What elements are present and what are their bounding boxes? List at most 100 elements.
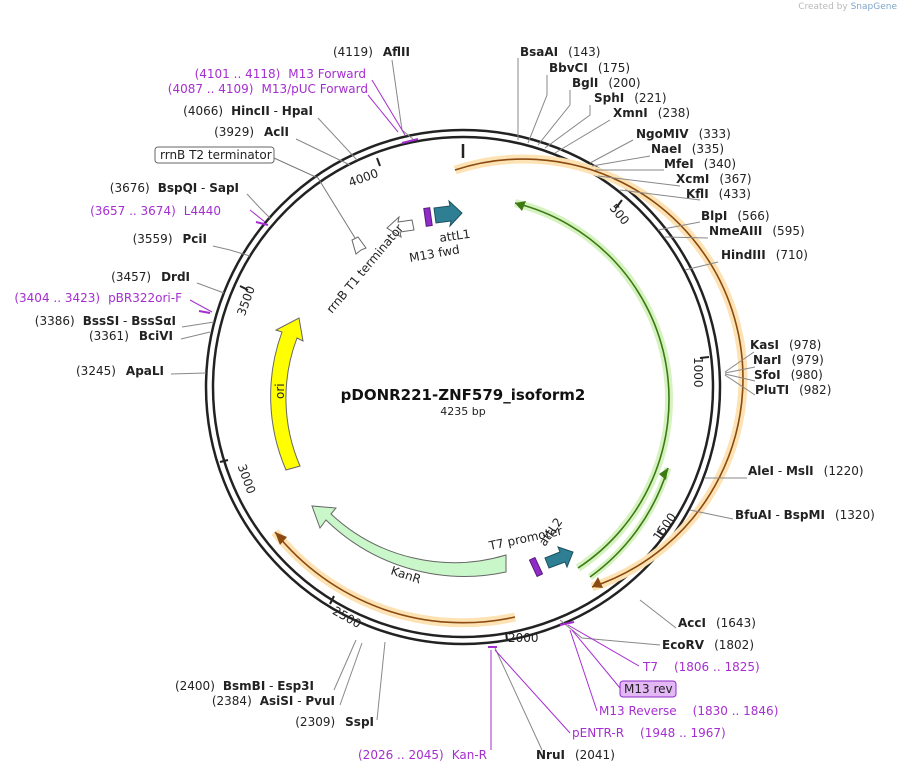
svg-text:(4066)HincII - HpaI: (4066)HincII - HpaI (183, 104, 313, 118)
svg-text:SfoI(980): SfoI(980) (754, 368, 823, 382)
tick-label: 3000 (235, 462, 259, 495)
site-name: PciI (183, 232, 208, 246)
site-name: KasI (750, 338, 779, 352)
site-name: SspI (345, 715, 374, 729)
svg-text:pENTR-R(1948 .. 1967): pENTR-R(1948 .. 1967) (572, 726, 726, 740)
site-pos: (3245) (76, 364, 116, 378)
orange-feature-arc (454, 158, 744, 588)
site-name: BspQI (158, 181, 198, 195)
rrnb-t1-feature (351, 236, 367, 255)
ori-feature (270, 317, 304, 471)
right-site-labels: BsaAI(143) BbvCI(175) BglI(200) SphI(221… (520, 45, 875, 652)
site-pos: (367) (719, 172, 751, 186)
site-name: BssSI (83, 314, 120, 328)
svg-text:KflI(433): KflI (433) (686, 187, 751, 201)
green-feature-arrowhead-bottom (659, 468, 668, 480)
site-pos: (2400) (175, 679, 215, 693)
svg-text:NarI(979): NarI(979) (753, 353, 824, 367)
svg-text:(4119)AflII: (4119) AflII (333, 45, 410, 59)
site-pos: (566) (737, 209, 769, 223)
primer-leader-lines (189, 79, 640, 750)
svg-text:(3457)DrdI: (3457)DrdI (111, 270, 190, 284)
site-name: HincII (231, 104, 270, 118)
svg-text:(2384)AsiSI - PvuI: (2384)AsiSI - PvuI (212, 694, 335, 708)
site-name: BciVI (139, 329, 173, 343)
site-name: AflII (383, 45, 410, 59)
primer-name: L4440 (184, 204, 221, 218)
site-pos: (1643) (716, 616, 756, 630)
site-name: HindIII (721, 248, 766, 262)
right-leader-lines (517, 58, 756, 646)
left-site-labels: (4119)AflII (4066)HincII - HpaI (3929)Ac… (35, 45, 615, 762)
site-name: MfeI (664, 157, 694, 171)
site-name-alt: BspMI (784, 508, 825, 522)
site-pos: (978) (789, 338, 821, 352)
site-name: KflI (686, 187, 709, 201)
watermark-prefix: Created by (798, 2, 848, 12)
primer-marks (198, 138, 575, 648)
green-feature-arc (514, 202, 670, 569)
site-name: XcmI (676, 172, 709, 186)
primer-range: (1830 .. 1846) (693, 704, 779, 718)
orange-feature-arrowhead (592, 577, 603, 588)
site-name: AleI (748, 464, 774, 478)
site-name-alt: PvuI (305, 694, 335, 708)
site-name: SphI (594, 91, 624, 105)
rrnb-t2-leader (273, 157, 356, 239)
primer-name: Kan-R (452, 748, 487, 762)
primer-range: (1806 .. 1825) (674, 660, 760, 674)
svg-text:(4101 .. 4118)M13 Forward: (4101 .. 4118)M13 Forward (195, 67, 366, 81)
site-pos: (433) (719, 187, 751, 201)
svg-text:AleI - MslI(1220): AleI - MslI(1220) (748, 464, 864, 478)
primer-range: (3404 .. 3423) (14, 291, 100, 305)
site-pos: (980) (791, 368, 823, 382)
svg-text:T7(1806 .. 1825): T7(1806 .. 1825) (642, 660, 760, 674)
plasmid-length: 4235 bp (440, 405, 485, 418)
tick-label: 4000 (347, 166, 380, 190)
svg-text:BlpI(566): BlpI(566) (701, 209, 770, 223)
snapgene-watermark: Created by SnapGene (798, 2, 897, 12)
green-feature2-arc (589, 467, 669, 578)
site-pos: (2041) (575, 748, 615, 762)
site-name-alt: Esp3I (277, 679, 314, 693)
svg-text:XcmI(367): XcmI (367) (676, 172, 752, 186)
site-pos: (1320) (835, 508, 875, 522)
site-name: BsmBI (223, 679, 265, 693)
rrnb-t2-label: rrnB T2 terminator (160, 148, 272, 162)
site-name: AsiSI (260, 694, 294, 708)
primer-name: M13 Forward (288, 67, 366, 81)
plasmid-name: pDONR221-ZNF579_isoform2 (341, 386, 586, 404)
site-name-alt: HpaI (282, 104, 313, 118)
rrnb-t1-label: rrnB T1 terminator (324, 221, 407, 316)
site-name: NruI (536, 748, 565, 762)
svg-text:(3676)BspQI - SapI: (3676)BspQI - SapI (110, 181, 239, 195)
ori-label: ori (273, 383, 287, 399)
site-pos: (3676) (110, 181, 150, 195)
svg-text:BglI(200): BglI(200) (572, 76, 641, 90)
ring-ticks (219, 157, 710, 641)
watermark-brand: SnapGene (850, 2, 897, 12)
site-pos: (175) (598, 61, 630, 75)
svg-text:KasI(978): KasI (978) (750, 338, 821, 352)
site-name: PluTI (755, 383, 789, 397)
svg-text:(4087 .. 4109)M13/pUC Forward: (4087 .. 4109)M13/pUC Forward (168, 82, 368, 96)
m13fwd-label: M13 fwd (408, 242, 461, 265)
svg-text:(3657 .. 3674)L4440: (3657 .. 3674) L4440 (90, 204, 221, 218)
site-pos: (3361) (89, 329, 129, 343)
primer-range: (4087 .. 4109) (168, 82, 254, 96)
kanr-feature (311, 505, 507, 577)
primer-range: (3657 .. 3674) (90, 204, 176, 218)
primer-name: M13 Reverse (599, 704, 677, 718)
site-name: BglI (572, 76, 598, 90)
site-pos: (238) (658, 106, 690, 120)
primer-range: (2026 .. 2045) (358, 748, 444, 762)
svg-text:(3386)BssSI - BssSαI: (3386)BssSI - BssSαI (35, 314, 176, 328)
site-pos: (335) (692, 142, 724, 156)
site-pos: (1802) (714, 638, 754, 652)
site-name-alt: MslI (786, 464, 814, 478)
site-pos: (4119) (333, 45, 373, 59)
site-pos: (333) (699, 127, 731, 141)
green-feature-arrowhead-top (515, 201, 526, 211)
site-name: AccI (678, 616, 706, 630)
site-name: EcoRV (662, 638, 705, 652)
